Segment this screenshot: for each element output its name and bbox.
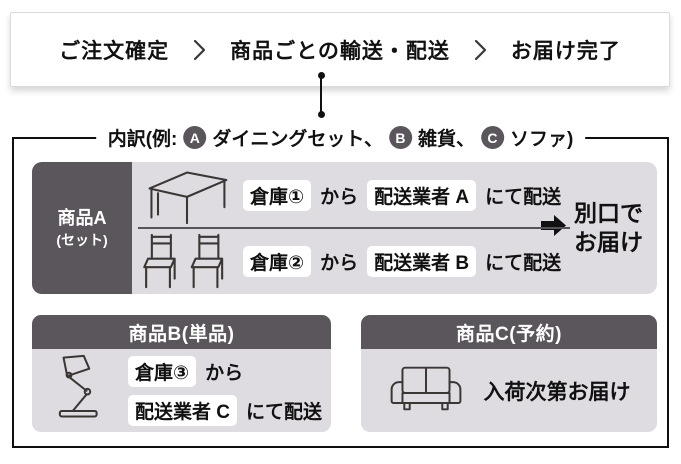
destination-line1: 別口で <box>574 200 643 227</box>
destination-line2: お届け <box>574 229 643 255</box>
product-c-header: 商品C(予約) <box>361 315 657 349</box>
warehouse-line: 倉庫③ から <box>128 355 244 387</box>
warehouse-2-badge: 倉庫② <box>243 245 312 277</box>
breakdown-box: 内訳(例: A ダイニングセット、 B 雑貨、 C ソファ) 商品A (セット) <box>12 124 669 448</box>
backorder-note: 入荷次第お届け <box>483 380 631 404</box>
warehouse-1-badge: 倉庫① <box>243 179 312 211</box>
from-label: から <box>205 362 244 384</box>
via-label: にて配送 <box>485 252 562 274</box>
table-icon <box>140 166 234 224</box>
panel-product-b: 商品B(単品) 倉庫③ から <box>32 315 331 432</box>
connector-stem <box>320 75 322 115</box>
shipment-row-chairs: 倉庫② から 配送業者 B にて配送 <box>132 228 561 294</box>
badge-b: B <box>388 126 412 149</box>
flow-step-order-confirmed: ご注文確定 <box>59 39 170 63</box>
connector-dot <box>317 111 325 118</box>
product-a-label: 商品A (セット) <box>32 162 132 294</box>
carrier-c-badge: 配送業者 C <box>128 394 238 426</box>
connector-line <box>315 72 327 118</box>
breakdown-title: 内訳(例: A ダイニングセット、 B 雑貨、 C ソファ) <box>95 124 586 151</box>
product-a-name: 商品A <box>57 208 107 229</box>
product-a-type: (セット) <box>56 231 108 248</box>
product-b-body: 倉庫③ から 配送業者 C にて配送 <box>32 349 331 432</box>
warehouse-3-badge: 倉庫③ <box>128 355 197 387</box>
sofa-icon <box>388 362 464 420</box>
from-label: から <box>320 186 359 208</box>
product-b-shipment: 倉庫③ から 配送業者 C にて配送 <box>128 355 323 426</box>
black-right-arrow-icon <box>541 214 567 242</box>
example-c-label: ソファ) <box>509 129 574 150</box>
carrier-a-badge: 配送業者 A <box>367 179 477 211</box>
chevron-right-icon <box>193 39 206 61</box>
row-divider <box>138 227 570 229</box>
carrier-b-badge: 配送業者 B <box>367 245 477 277</box>
via-label: にて配送 <box>485 186 562 208</box>
desk-lamp-icon <box>56 354 106 427</box>
badge-c: C <box>480 126 504 149</box>
product-c-body: 入荷次第お届け <box>361 349 657 432</box>
panel-product-a: 商品A (セット) 倉庫① から <box>32 162 657 294</box>
flow-step-delivery-complete: お届け完了 <box>510 39 621 63</box>
product-a-rows: 倉庫① から 配送業者 A にて配送 <box>132 162 561 294</box>
badge-a: A <box>183 126 207 149</box>
flow-step-shipping-per-item: 商品ごとの輸送・配送 <box>230 39 450 63</box>
breakdown-title-prefix: 内訳(例: <box>107 129 178 150</box>
chevron-right-icon <box>474 39 487 61</box>
example-b-label: 雑貨、 <box>417 129 475 150</box>
panel-product-c: 商品C(予約) 入荷次第お届け <box>361 315 657 432</box>
shipment-row-table: 倉庫① から 配送業者 A にて配送 <box>132 162 561 228</box>
via-label: にて配送 <box>246 401 323 423</box>
order-flow-bar: ご注文確定 商品ごとの輸送・配送 お届け完了 <box>10 12 670 87</box>
from-label: から <box>320 252 359 274</box>
example-a-label: ダイニングセット、 <box>212 129 383 150</box>
chairs-icon <box>140 233 234 290</box>
product-b-header: 商品B(単品) <box>32 315 331 349</box>
destination-text: 別口で お届け <box>574 199 643 257</box>
carrier-line: 配送業者 C にて配送 <box>128 394 323 426</box>
separate-delivery-note: 別口で お届け <box>538 162 657 294</box>
